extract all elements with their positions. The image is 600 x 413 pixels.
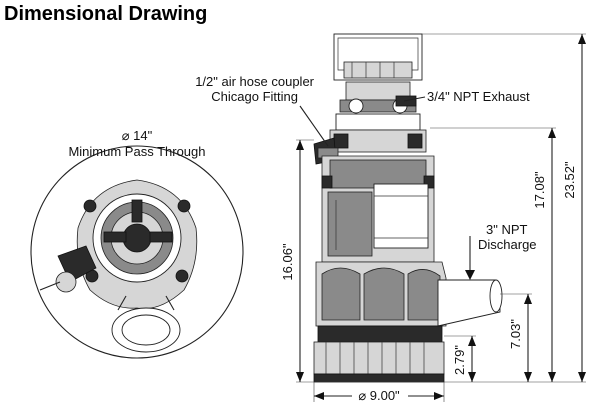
pass-through-diameter-label: ⌀ 14": [122, 128, 153, 143]
top-view-rib-2: [103, 231, 127, 243]
dim-arrow-body-top: [296, 140, 304, 150]
motor-cylinder: [373, 183, 429, 249]
discharge-callout-line1: 3" NPT: [486, 222, 528, 237]
dim-arrow-base-top: [468, 336, 476, 346]
dim-label-overall-group: 23.52": [562, 158, 577, 202]
pass-through-label: Minimum Pass Through: [68, 144, 205, 159]
dim-label-overall-bg: [563, 158, 577, 202]
pass-through-circle: [30, 145, 244, 359]
air-valve-head-inner: [337, 37, 419, 71]
casing-lug-left: [321, 175, 333, 189]
manifold-port-right: [407, 133, 423, 149]
dim-arrow-upper-top: [548, 128, 556, 138]
volute-lobe-right: [407, 269, 441, 321]
dim-label-diameter-bg: [352, 388, 408, 402]
upper-casing-band: [329, 159, 427, 189]
dim-label-base: 2.79": [452, 345, 467, 375]
drawing-title: Dimensional Drawing: [4, 3, 207, 25]
dim-arrow-base-bottom: [468, 372, 476, 382]
bolt-boss-1: [83, 199, 97, 213]
valve-boss-left: [348, 98, 364, 114]
dim-arrow-body-bottom: [296, 372, 304, 382]
dim-arrow-overall-bottom: [578, 372, 586, 382]
dim-label-discharge-group: 7.03": [508, 316, 523, 352]
dim-label-diameter: ⌀ 9.00": [358, 388, 400, 403]
bolt-boss-2: [177, 199, 191, 213]
body-side-panel: [327, 191, 373, 257]
dim-arrow-upper-bottom: [548, 372, 556, 382]
dim-label-discharge-bg: [509, 316, 523, 352]
top-view: [30, 145, 244, 359]
dim-label-upper: 17.08": [532, 171, 547, 209]
air-valve-ribs: [343, 61, 413, 79]
dim-arrow-diameter-right: [434, 392, 444, 400]
dim-label-upper-group: 17.08": [532, 168, 547, 212]
top-view-center: [122, 223, 152, 253]
top-view-discharge-link-1: [117, 295, 127, 311]
manifold-port-left: [333, 133, 349, 149]
exhaust-callout: 3/4" NPT Exhaust: [427, 89, 530, 104]
discharge-arrow: [465, 270, 475, 280]
exhaust-leader: [403, 96, 426, 102]
dim-arrow-discharge-top: [524, 294, 532, 304]
dim-label-overall: 23.52": [562, 161, 577, 199]
bolt-boss-4: [175, 269, 189, 283]
discharge-callout-line2: Discharge: [478, 237, 537, 252]
air-hose-callout-line1: 1/2" air hose coupler: [195, 74, 314, 89]
top-view-rib-3: [149, 231, 173, 243]
dim-label-body-group: 16.06": [280, 240, 295, 284]
manifold-ring: [335, 113, 421, 131]
dim-label-upper-bg: [533, 168, 547, 212]
casing-lug-right: [423, 175, 435, 189]
top-view-discharge-inner: [121, 314, 171, 346]
side-view: [313, 33, 503, 383]
air-hose-leader: [299, 105, 329, 147]
dim-arrow-diameter-left: [314, 392, 324, 400]
strainer-foot: [313, 373, 445, 383]
top-view-fitting-nut: [55, 271, 77, 293]
volute-lobe-center: [363, 267, 405, 321]
volute-lobe-left: [321, 267, 361, 321]
discharge-pipe-mouth: [489, 279, 503, 313]
top-view-rib-1: [131, 199, 143, 223]
dim-arrow-discharge-bottom: [524, 372, 532, 382]
strainer-base: [313, 341, 445, 375]
top-view-fitting-stem: [39, 281, 61, 291]
dim-label-discharge: 7.03": [508, 319, 523, 349]
top-view-discharge-link-2: [165, 295, 175, 311]
air-hose-callout-line2: Chicago Fitting: [211, 89, 298, 104]
dim-arrow-overall-top: [578, 34, 586, 44]
dim-label-body: 16.06": [280, 243, 295, 281]
base-ring: [317, 325, 443, 343]
dim-label-body-bg: [281, 240, 295, 284]
dim-label-base-bg: [453, 342, 467, 378]
dim-label-base-group: 2.79": [452, 342, 467, 378]
